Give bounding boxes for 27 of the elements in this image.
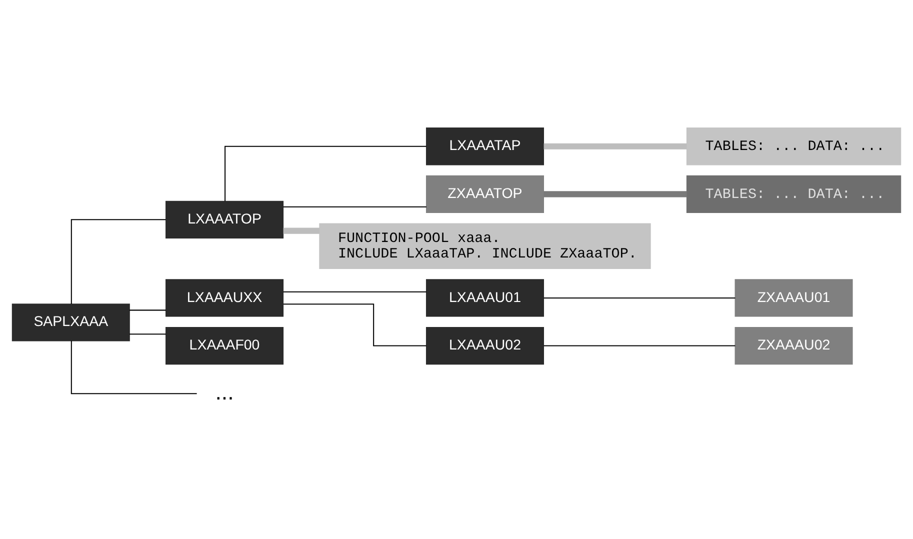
connector xyxy=(544,190,687,197)
connector xyxy=(224,145,426,201)
node-box: TABLES: ... DATA: ... xyxy=(686,174,902,213)
node-box: LXAAAUXX xyxy=(166,278,284,316)
node-box: SAPLXAAA xyxy=(12,303,130,341)
connector xyxy=(70,340,197,394)
node-box: LXAAATAP xyxy=(426,127,544,165)
connector xyxy=(283,227,320,234)
node-text: ... xyxy=(215,378,234,404)
connector xyxy=(283,303,426,346)
connector xyxy=(129,333,166,334)
connector xyxy=(544,344,736,346)
connector xyxy=(544,296,736,298)
connector xyxy=(283,206,426,207)
node-box: LXAAAU02 xyxy=(426,326,544,364)
connector xyxy=(544,142,687,149)
node-box: TABLES: ... DATA: ... xyxy=(686,127,902,165)
node-box: ZXAAAU01 xyxy=(734,278,853,316)
connector xyxy=(70,218,166,304)
node-box: LXAAAF00 xyxy=(166,326,284,364)
connector xyxy=(283,290,426,292)
node-box: ZXAAATOP xyxy=(426,174,544,213)
node-box: ZXAAAU02 xyxy=(734,326,853,364)
connector xyxy=(129,309,166,310)
node-box: LXAAAU01 xyxy=(426,278,544,316)
node-box: LXAAATOP xyxy=(166,200,284,238)
node-box: FUNCTION-POOL xaaa. INCLUDE LXaaaTAP. INCLUDE ZXaaaTOP. xyxy=(319,222,651,268)
